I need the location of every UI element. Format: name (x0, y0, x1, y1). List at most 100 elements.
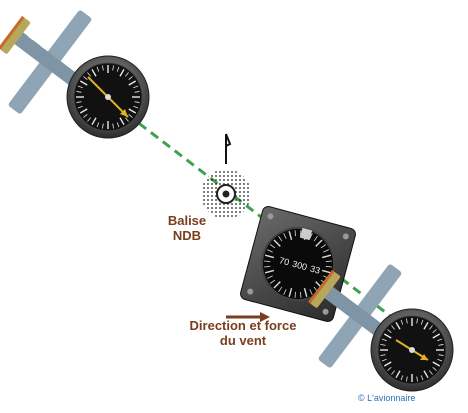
dial-tick (420, 319, 424, 325)
dial-tick (437, 358, 443, 362)
dial-bottom-needle-head (420, 354, 428, 360)
dial-tick (116, 66, 120, 72)
dial-tick (269, 279, 276, 284)
dial-tick (387, 367, 392, 371)
dial-tick (400, 375, 404, 381)
adf-dial-top (66, 55, 150, 139)
dial-tick (273, 281, 281, 289)
dial-tick (391, 370, 395, 375)
dial-tick (269, 244, 276, 249)
dial-tick (325, 260, 332, 262)
dial-top-needle-head (120, 109, 128, 117)
dial-tick (321, 254, 332, 259)
dial-tick (76, 91, 82, 93)
aircraft-bottom-tail (310, 271, 341, 308)
copyright-text: © L'avionnaire (358, 393, 416, 403)
dial-tick (77, 105, 83, 109)
dial-tick (294, 291, 296, 298)
dial-tick (400, 319, 404, 325)
dial-tick (416, 318, 418, 324)
dial-tick (432, 333, 441, 339)
dial-tick (387, 329, 392, 333)
dial-tick (423, 370, 429, 379)
dial-tick (134, 91, 140, 93)
dial-tick (383, 333, 392, 339)
dial-tick (406, 318, 408, 324)
dial-tick (325, 266, 332, 268)
dial-tick (264, 260, 271, 262)
dial-tick (102, 65, 104, 71)
dial-tick (119, 68, 125, 77)
dial-tick (125, 72, 129, 77)
dial-tick (91, 68, 97, 77)
dial-tick (288, 287, 293, 298)
ndb-label-line1: Balise (167, 213, 207, 228)
dial-tick (416, 376, 418, 382)
dial-tick (96, 66, 100, 72)
wind-label-line2: du vent (219, 333, 267, 348)
dial-tick (380, 344, 386, 346)
dial-tick (133, 105, 139, 109)
dial-tick (273, 239, 281, 247)
dial-tick (432, 367, 437, 371)
dial-tick (87, 117, 91, 122)
heading-digit-2: 300 (291, 259, 308, 273)
dial-tick (380, 354, 386, 356)
dial-tick (420, 375, 424, 381)
dial-tick (429, 325, 433, 330)
dial-tick (395, 321, 401, 330)
dial-tick (267, 275, 273, 279)
dial-tick (83, 76, 88, 80)
dial-tick (116, 122, 120, 128)
dial-top-ticks (76, 65, 140, 129)
dial-tick (300, 230, 302, 237)
dial-tick (128, 80, 137, 86)
dial-tick (128, 114, 133, 118)
aircraft-top-trim (0, 15, 25, 50)
dial-tick (128, 108, 137, 114)
ndb-antenna-flag (225, 133, 232, 147)
dial-tick (300, 291, 302, 298)
dial-tick (391, 325, 395, 330)
dial-tick (294, 230, 296, 237)
dial-tick (112, 123, 114, 129)
dial-tick (438, 344, 444, 346)
aircraft-top-fuselage (13, 32, 87, 92)
dial-tick (429, 370, 433, 375)
dial-tick (320, 244, 327, 249)
dial-tick (283, 233, 287, 239)
dial-tick (309, 233, 313, 239)
dial-tick (133, 85, 139, 89)
dial-tick (77, 85, 83, 89)
dial-tick (383, 361, 392, 367)
dial-tick (432, 361, 441, 367)
dial-tick (278, 235, 283, 242)
dial-tick (119, 117, 125, 126)
dial-tick (315, 239, 323, 247)
dial-tick (87, 72, 91, 77)
dial-tick (278, 286, 283, 293)
dial-tick (96, 122, 100, 128)
dial-tick (283, 289, 287, 295)
dial-tick (313, 235, 318, 242)
dial-tick (134, 101, 140, 103)
dial-bottom-ticks (380, 318, 444, 382)
dial-tick (83, 114, 88, 118)
dial-tick (288, 230, 293, 241)
dial-tick (79, 80, 88, 86)
wind-arrow (226, 312, 270, 322)
wind-label: Direction et force du vent (158, 318, 328, 348)
dial-tick (438, 354, 444, 356)
dial-tick (112, 65, 114, 71)
dial-tick (76, 101, 82, 103)
dial-tick (264, 254, 275, 259)
ndb-label-line2: NDB (172, 228, 202, 243)
dial-tick (437, 338, 443, 342)
dial-tick (125, 117, 129, 122)
dial-tick (267, 249, 273, 253)
ndb-label: Balise NDB (157, 213, 217, 243)
dial-tick (381, 358, 387, 362)
dial-tick (128, 76, 133, 80)
dial-tick (406, 376, 408, 382)
